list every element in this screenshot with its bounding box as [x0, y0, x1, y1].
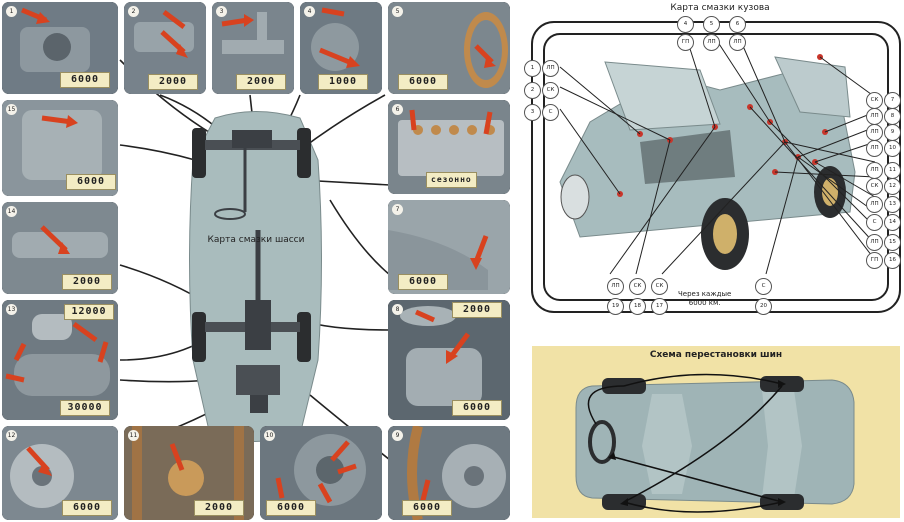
panel-12: 12 6000 [2, 426, 118, 520]
interval-label: 1000 [318, 74, 368, 90]
code-2: 2 [524, 82, 541, 99]
code-1: 1 [524, 60, 541, 77]
panel-number: 9 [392, 430, 403, 441]
panel-7: 7 6000 [388, 200, 510, 294]
code-2-type: СК [542, 82, 559, 99]
code-11-type: ЛП [866, 162, 883, 179]
panel-number: 8 [392, 304, 403, 315]
tire-rotation-diagram [575, 373, 855, 513]
panel-13: 13 12000 30000 [2, 300, 118, 420]
panel-8: 8 2000 6000 [388, 300, 510, 420]
code-18-type: СК [629, 278, 646, 295]
tire-rotation-title: Схема перестановки шин [649, 350, 783, 360]
code-9-type: ЛП [866, 124, 883, 141]
code-12: 12 [884, 178, 901, 195]
code-8-type: ЛП [866, 108, 883, 125]
panel-number: 7 [392, 204, 403, 215]
code-20: 20 [755, 298, 772, 315]
interval-label: 2000 [148, 74, 198, 90]
panel-11: 11 2000 [124, 426, 254, 520]
panel-number: 12 [6, 430, 17, 441]
code-15-type: ЛП [866, 234, 883, 251]
code-17-type: СК [651, 278, 668, 295]
panel-5: 5 6000 [388, 2, 510, 94]
code-13: 13 [884, 196, 901, 213]
interval-label: 6000 [60, 72, 110, 88]
chassis-title: Карта смазки шасси [207, 235, 305, 245]
code-14: 14 [884, 214, 901, 231]
interval-label: 6000 [398, 74, 448, 90]
panel-number: 11 [128, 430, 139, 441]
code-14-type: С [866, 214, 883, 231]
panel-number: 13 [6, 304, 17, 315]
code-9: 9 [884, 124, 901, 141]
panel-3: 3 2000 [212, 2, 294, 94]
panel-2: 2 2000 [124, 2, 206, 94]
code-19-type: ЛП [607, 278, 624, 295]
interval-label: 2000 [62, 274, 112, 290]
panel-number: 1 [6, 6, 17, 17]
panel-10: 10 6000 [260, 426, 382, 520]
code-7: 7 [884, 92, 901, 109]
panel-number: 5 [392, 6, 403, 17]
interval-label: 6000 [62, 500, 112, 516]
code-16: 16 [884, 252, 901, 269]
panel-4: 4 1000 [300, 2, 382, 94]
code-10-type: ЛП [866, 140, 883, 157]
interval-label: 2000 [194, 500, 244, 516]
panel-6: 6 сезонно [388, 100, 510, 194]
panel-14: 14 2000 [2, 202, 118, 294]
code-12-type: СК [866, 178, 883, 195]
code-8: 8 [884, 108, 901, 125]
code-3-type: С [542, 104, 559, 121]
code-6-type: ЛП [729, 34, 746, 51]
code-5-type: ЛП [703, 34, 720, 51]
panel-9: 9 6000 [388, 426, 510, 520]
interval-label-secondary: 12000 [64, 304, 114, 320]
panel-number: 6 [392, 104, 403, 115]
panel-number: 4 [304, 6, 315, 17]
code-4-type: ГП [677, 34, 694, 51]
code-7-type: СК [866, 92, 883, 109]
panel-15: 15 6000 [2, 100, 118, 196]
code-20-type: С [755, 278, 772, 295]
code-13-type: ЛП [866, 196, 883, 213]
panel-number: 10 [264, 430, 275, 441]
interval-label: 30000 [60, 400, 110, 416]
interval-label-secondary: 2000 [452, 302, 502, 318]
code-6: 6 [729, 16, 746, 33]
body-map-diagram [531, 21, 901, 313]
body-map-title: Карта смазки кузова [670, 3, 770, 13]
panel-number: 2 [128, 6, 139, 17]
tire-rotation-panel: Схема перестановки шин [532, 346, 900, 518]
chassis-body [189, 111, 322, 442]
code-10: 10 [884, 140, 901, 157]
interval-label: 6000 [266, 500, 316, 516]
panel-number: 3 [216, 6, 227, 17]
interval-label: сезонно [426, 172, 477, 188]
code-1-type: ЛП [542, 60, 559, 77]
interval-note: Через каждые 6000 км. [678, 290, 732, 307]
code-3: 3 [524, 104, 541, 121]
code-15: 15 [884, 234, 901, 251]
panel-1: 1 6000 [2, 2, 118, 94]
interval-label: 6000 [66, 174, 116, 190]
code-19: 19 [607, 298, 624, 315]
code-4: 4 [677, 16, 694, 33]
interval-label: 6000 [398, 274, 448, 290]
interval-label: 2000 [236, 74, 286, 90]
code-11: 11 [884, 162, 901, 179]
code-17: 17 [651, 298, 668, 315]
code-16-type: ГП [866, 252, 883, 269]
code-18: 18 [629, 298, 646, 315]
panel-number: 14 [6, 206, 17, 217]
code-5: 5 [703, 16, 720, 33]
interval-label: 6000 [452, 400, 502, 416]
interval-label: 6000 [402, 500, 452, 516]
panel-number: 15 [6, 104, 17, 115]
